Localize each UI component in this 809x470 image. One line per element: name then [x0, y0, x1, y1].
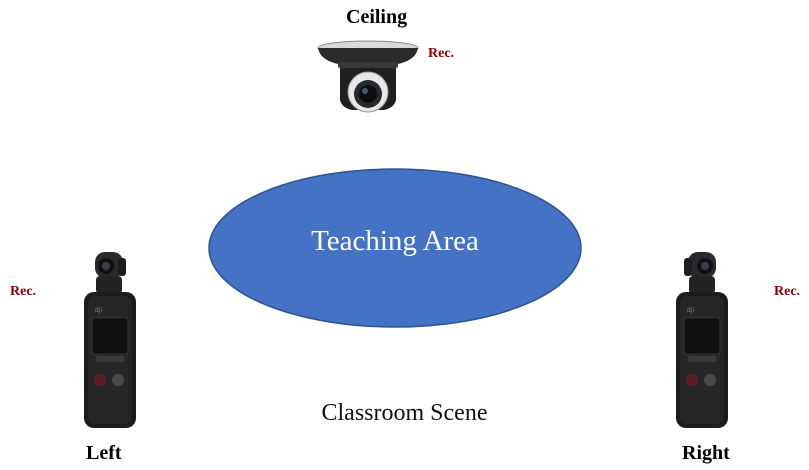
- right-rec-label: Rec.: [774, 284, 801, 299]
- ceiling-rec-label: Rec.: [428, 46, 455, 61]
- left-camera-icon: dji: [84, 252, 136, 428]
- teaching-area-ellipse: [208, 168, 582, 328]
- svg-text:dji: dji: [687, 307, 694, 314]
- ceiling-camera-icon: [317, 40, 419, 113]
- svg-text:dji: dji: [95, 307, 102, 314]
- right-label: Right: [682, 442, 730, 464]
- teaching-area-label: Teaching Area: [311, 225, 479, 257]
- left-rec-label: Rec.: [10, 284, 37, 299]
- ceiling-label: Ceiling: [346, 6, 408, 28]
- left-label: Left: [86, 442, 122, 464]
- right-camera-icon: dji: [676, 252, 728, 428]
- scene-caption: Classroom Scene: [321, 400, 488, 426]
